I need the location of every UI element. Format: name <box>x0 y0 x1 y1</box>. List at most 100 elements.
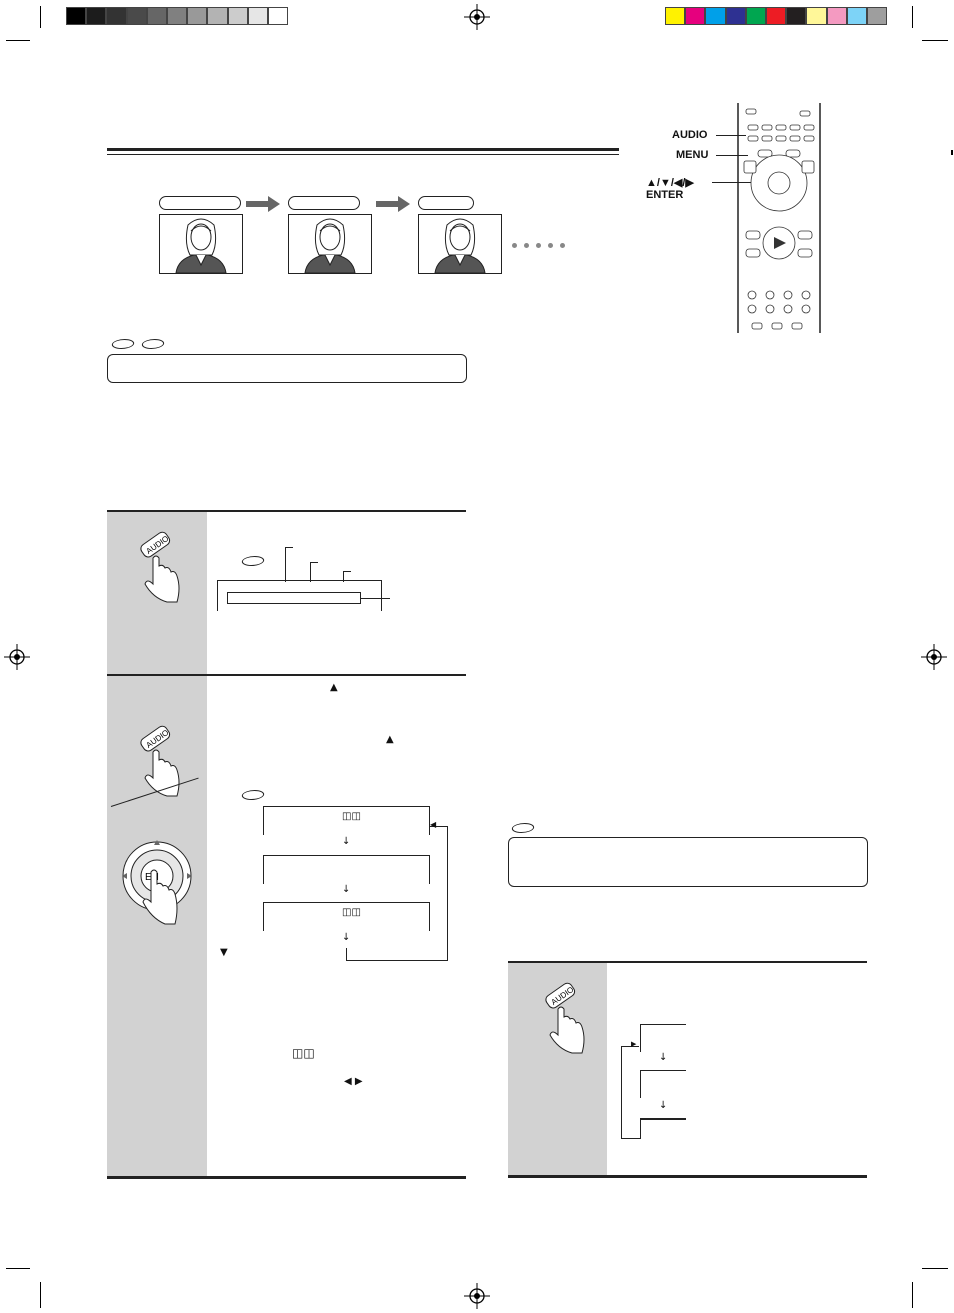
step-1-icon-panel: AUDIO <box>107 512 207 674</box>
loop-line <box>621 1046 639 1047</box>
calibration-swatch <box>207 7 228 25</box>
step-2-rule <box>107 674 466 676</box>
disc-icon <box>140 339 166 349</box>
leader-line <box>712 182 762 183</box>
crop-mark <box>912 6 913 28</box>
crop-mark <box>40 6 41 28</box>
woman-figure-icon <box>434 218 486 274</box>
ellipsis-dot <box>560 243 565 248</box>
calibration-swatch <box>86 7 107 25</box>
hand-press-audio-icon: AUDIO <box>140 725 180 797</box>
disc-icon <box>110 339 136 349</box>
calibration-swatch <box>665 7 686 25</box>
registration-mark-icon <box>921 644 947 670</box>
calibration-swatch <box>867 7 888 25</box>
loop-line <box>346 948 347 960</box>
speech-bubble <box>159 196 241 210</box>
step-right-bottom-rule <box>508 1175 867 1178</box>
speech-bubble <box>418 196 474 210</box>
ellipsis-dot <box>536 243 541 248</box>
tv-screen-1 <box>159 214 243 274</box>
loop-line <box>430 826 448 827</box>
section-heading-rule-thin <box>107 154 619 155</box>
on-screen-display <box>217 580 382 611</box>
disc-icon <box>240 556 266 566</box>
tv-screen-2 <box>288 214 372 274</box>
sequence-arrow: ↓ <box>342 932 351 943</box>
step-1-rule <box>107 510 466 512</box>
calibration-swatch <box>146 7 167 25</box>
remote-control-icon <box>737 103 821 333</box>
remote-label-arrows: ▲/▼/◀/▶ <box>646 177 694 189</box>
loop-line <box>447 826 448 961</box>
ellipsis-dot <box>512 243 517 248</box>
arrow-right-icon <box>376 196 410 212</box>
sequence-line <box>640 1024 686 1025</box>
crop-mark <box>40 1282 41 1308</box>
loop-line <box>621 1046 622 1138</box>
disc-icon <box>240 790 266 800</box>
callout-line <box>310 562 318 563</box>
sequence-line <box>640 1118 641 1138</box>
step-right-rule <box>508 961 867 963</box>
up-arrow-glyph: ▲ <box>330 682 338 693</box>
up-arrow-glyph: ▲ <box>386 734 394 745</box>
registration-mark-icon <box>464 4 490 30</box>
hand-press-audio-icon: AUDIO <box>545 982 585 1054</box>
speech-bubble <box>288 196 360 210</box>
section-heading-rule <box>107 148 619 151</box>
dolby-digital-icon: ◫◫ <box>342 907 361 918</box>
woman-figure-icon <box>175 218 227 274</box>
sequence-arrow: ↓ <box>342 884 351 895</box>
registration-mark-icon <box>4 644 30 670</box>
calibration-swatch <box>268 7 289 25</box>
ellipsis-dot <box>524 243 529 248</box>
callout-line <box>360 598 390 599</box>
remote-label-enter: ENTER <box>646 189 684 201</box>
registration-mark-icon <box>464 1283 490 1309</box>
calibration-swatch <box>126 7 147 25</box>
calibration-swatch <box>745 7 766 25</box>
calibration-swatch <box>227 7 248 25</box>
arrow-right-icon <box>246 196 280 212</box>
crop-mark <box>6 1268 30 1269</box>
calibration-swatch <box>786 7 807 25</box>
page-edge-mark <box>951 150 953 155</box>
display-bar <box>227 592 361 604</box>
sequence-display-3: ◫◫ <box>263 902 430 931</box>
callout-line <box>343 571 351 572</box>
callout-line <box>343 571 344 582</box>
crop-mark <box>912 1282 913 1308</box>
crop-mark <box>6 40 30 41</box>
sequence-arrow: ↓ <box>342 836 351 847</box>
ellipsis-dot <box>548 243 553 248</box>
calibration-swatch <box>685 7 706 25</box>
calibration-swatch <box>106 7 127 25</box>
hand-press-enter-icon: EN <box>122 840 192 925</box>
calibration-swatch <box>167 7 188 25</box>
disc-icon <box>510 823 536 833</box>
dolby-digital-icon: ◫◫ <box>292 1046 315 1060</box>
crop-mark <box>922 1268 948 1269</box>
left-right-arrow-glyph: ◀ ▶ <box>344 1076 363 1087</box>
remote-label-audio: AUDIO <box>672 129 708 141</box>
calibration-swatch <box>247 7 268 25</box>
sequence-arrow: ↓ <box>659 1052 668 1063</box>
callout-line <box>310 562 311 582</box>
sequence-arrow: ↓ <box>659 1100 668 1111</box>
callout-line <box>285 547 293 548</box>
step-2-icon-panel: AUDIO EN <box>107 676 207 1178</box>
calibration-swatch <box>725 7 746 25</box>
loop-arrowhead: ▶ <box>631 1040 637 1048</box>
calibration-swatch <box>806 7 827 25</box>
loop-line <box>346 960 448 961</box>
hand-press-audio-icon: AUDIO <box>140 531 180 603</box>
woman-figure-icon <box>304 218 356 274</box>
down-arrow-glyph: ▼ <box>220 947 228 958</box>
step-right-icon-panel: AUDIO <box>508 963 607 1176</box>
sequence-line <box>640 1070 641 1098</box>
sequence-line <box>640 1118 686 1120</box>
tv-screen-3 <box>418 214 502 274</box>
loop-line <box>621 1138 641 1139</box>
leader-line <box>716 135 746 136</box>
